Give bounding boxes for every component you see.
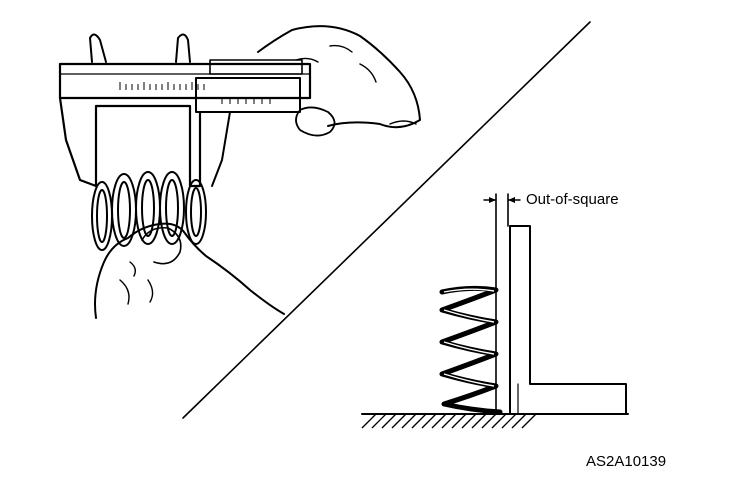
surface-plate-hatching [361,413,537,429]
caliper-beam [58,62,312,100]
coil-spring-square-check [439,285,503,415]
caliper-lower-jaw-moving [199,111,231,187]
out-of-square-illustration: Out-of-square [361,191,629,429]
hand-lower [94,222,285,319]
caliper-measurement-illustration [58,25,421,319]
hand-upper-thumb [295,106,336,137]
hand-lower-thumb [141,226,182,265]
hand-lower-creases [119,261,154,305]
figure-code: AS2A10139 [586,453,666,470]
coil-spring-free-length [91,171,207,251]
hand-upper [257,25,421,129]
vernier-scale-ticks [221,98,271,104]
hand-upper-creases [295,44,417,125]
out-of-square-dimension [483,197,521,203]
caliper-slider [195,77,301,113]
caliper-upper-jaw-left [89,33,107,63]
caliper-lower-jaw-fixed [58,96,202,188]
caliper-upper-jaw-right [175,33,191,63]
machinist-square [509,225,627,415]
caliper-depth-bar [209,59,303,75]
diagonal-divider [182,21,591,419]
out-of-square-label: Out-of-square [526,191,619,208]
caliper-scale-ticks [119,82,205,90]
